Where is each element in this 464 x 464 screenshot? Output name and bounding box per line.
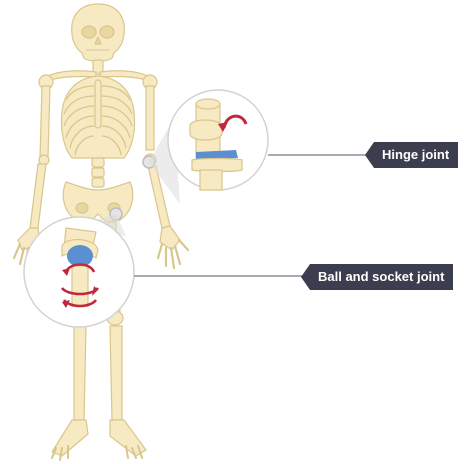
ball-socket-magnifier (23, 216, 135, 328)
ball-socket-joint-label: Ball and socket joint (300, 264, 454, 290)
tibia-right (109, 325, 123, 421)
forearm-left (29, 163, 47, 229)
curved-arrow-icon (218, 114, 248, 132)
skull (71, 3, 125, 62)
humerus-left (39, 85, 51, 159)
foot-left (51, 419, 89, 457)
foot-right (109, 419, 147, 457)
tibia-left (73, 325, 87, 421)
humerus-right (145, 85, 155, 151)
hinge-magnifier (167, 89, 269, 191)
hinge-joint-label: Hinge joint (364, 142, 459, 168)
